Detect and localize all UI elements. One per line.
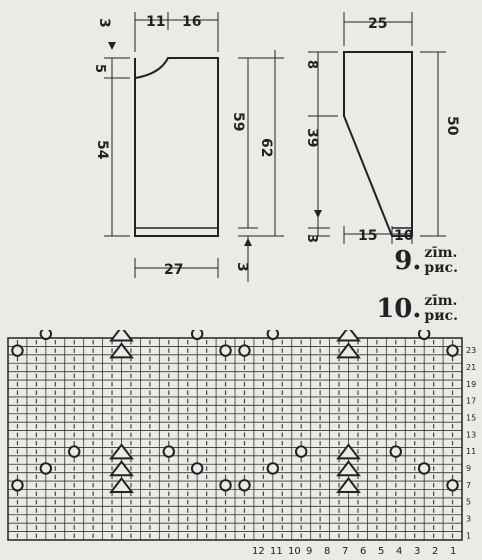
row-label: 9 [466, 464, 471, 473]
col-label: 7 [342, 546, 348, 557]
col-label: 1 [450, 546, 456, 557]
col-labels: 12 11 10 9 8 7 6 5 4 3 2 1 [252, 546, 456, 557]
caption-number: 10. [376, 294, 422, 324]
col-label: 6 [360, 546, 366, 557]
row-label: 11 [466, 447, 476, 456]
dim-total-height: 62 [258, 138, 274, 157]
row-label: 23 [466, 346, 476, 355]
dim-sleeve-cap-depth: 8 [304, 60, 319, 69]
col-label: 10 [288, 546, 301, 557]
yarn-over-symbol [238, 479, 251, 492]
yarn-over-symbol [67, 445, 81, 458]
row-label: 15 [466, 413, 476, 422]
dim-hem-height: 3 [234, 262, 250, 272]
dim-sleeve-bottom-right: 10 [394, 228, 414, 244]
col-label: 2 [432, 546, 438, 557]
decrease-symbol [109, 476, 134, 494]
dim-sleeve-total-height: 50 [444, 116, 460, 136]
yarn-over-symbol [417, 462, 431, 475]
decrease-symbol [336, 476, 361, 494]
row-label: 13 [466, 430, 476, 439]
col-label: 5 [378, 546, 384, 557]
dim-side-length: 54 [94, 140, 110, 160]
figure-caption-10: 10.zīm.рис. [376, 293, 458, 325]
row-label: 5 [466, 498, 471, 507]
front-piece-outline [134, 57, 219, 237]
yarn-over-symbol [446, 479, 459, 492]
dim-inner-height: 59 [230, 112, 246, 131]
row-label: 1 [466, 531, 471, 540]
yarn-over-symbol [266, 330, 280, 341]
col-label: 8 [324, 546, 330, 557]
yarn-over-symbol [39, 330, 53, 341]
col-label: 4 [396, 546, 402, 557]
row-label: 7 [466, 481, 471, 490]
decrease-symbol [336, 342, 361, 359]
caption-number: 9. [394, 246, 422, 276]
yarn-over-symbol [219, 479, 232, 492]
decrease-symbol [109, 443, 134, 460]
yarn-over-symbol [190, 330, 204, 341]
row-label: 3 [466, 514, 471, 523]
yarn-over-symbol [162, 445, 176, 458]
decrease-symbol [336, 330, 361, 342]
yarn-over-symbol [238, 344, 251, 357]
decrease-symbol [336, 443, 361, 460]
caption-text: zīm.рис. [424, 245, 458, 276]
dim-sleeve-length: 39 [304, 128, 320, 147]
dim-neck-width: 16 [182, 14, 201, 30]
dim-bottom-width: 27 [164, 262, 183, 278]
dim-top-gap: 3 [96, 18, 112, 28]
yarn-over-symbol [446, 344, 459, 357]
caption-text: zīm.рис. [424, 293, 458, 324]
yarn-over-symbol [294, 445, 308, 458]
decrease-symbol [109, 460, 134, 477]
chart-motifs [11, 330, 459, 494]
yarn-over-symbol [219, 344, 232, 357]
row-labels: 23 21 19 17 15 13 11 9 7 5 3 1 [466, 346, 476, 540]
yarn-over-symbol [11, 344, 24, 357]
col-label: 11 [270, 546, 283, 557]
col-label: 3 [414, 546, 420, 557]
row-label: 19 [466, 380, 476, 389]
dim-sleeve-cuff-height: 3 [304, 234, 319, 243]
dim-sleeve-top-width: 25 [368, 16, 387, 32]
col-label: 12 [252, 546, 265, 557]
yarn-over-symbol [389, 445, 403, 458]
yarn-over-symbol [11, 479, 24, 492]
yarn-over-symbol [266, 462, 280, 475]
sleeve-piece-outline [343, 51, 413, 237]
yarn-over-symbol [190, 462, 204, 475]
decrease-symbol [336, 460, 361, 477]
decrease-symbol [109, 342, 134, 359]
dim-sleeve-bottom-left: 15 [358, 228, 377, 244]
yarn-over-symbol [417, 330, 431, 341]
decrease-symbol [109, 330, 134, 342]
row-label: 21 [466, 363, 476, 372]
row-label: 17 [466, 397, 476, 406]
dim-shoulder-left: 11 [146, 14, 165, 30]
dim-neck-depth: 5 [92, 64, 107, 73]
figure-caption-9: 9.zīm.рис. [394, 245, 458, 277]
chart-grid [7, 337, 463, 541]
garment-schematic: 3 11 16 5 54 59 62 27 3 25 8 39 50 3 15 … [92, 12, 460, 282]
col-label: 9 [306, 546, 312, 557]
yarn-over-symbol [39, 462, 53, 475]
